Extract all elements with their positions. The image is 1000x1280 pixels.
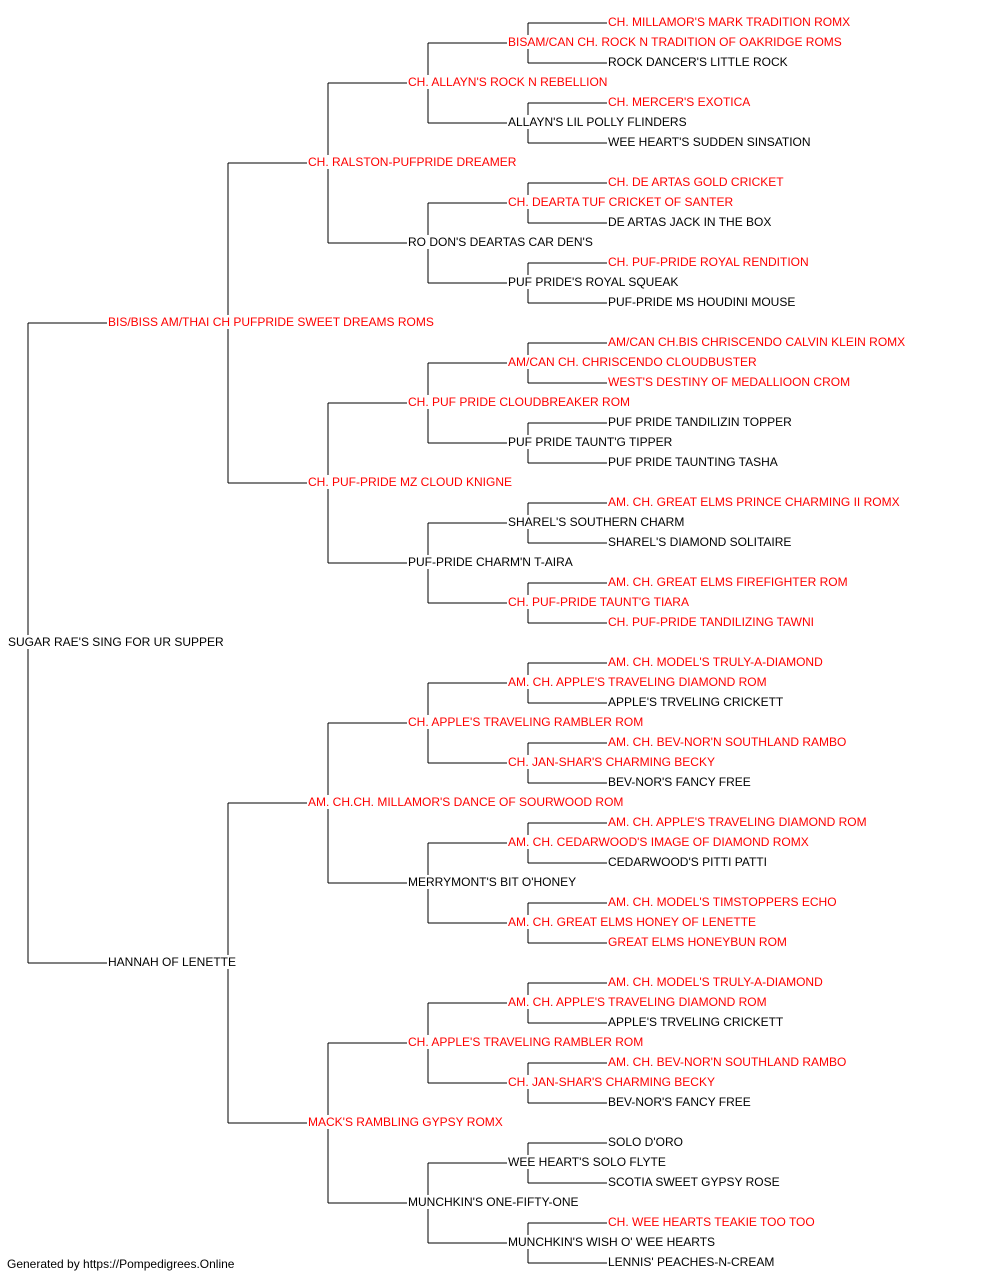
pedigree-name-ch-de-artas-gold-cricket: CH. DE ARTAS GOLD CRICKET: [607, 175, 785, 189]
pedigree-name-ro-don-s-deartas-car-den-s: RO DON'S DEARTAS CAR DEN'S: [407, 235, 594, 249]
pedigree-name-ch-wee-hearts-teakie-too-too: CH. WEE HEARTS TEAKIE TOO TOO: [607, 1215, 816, 1229]
pedigree-name-ch-apple-s-traveling-rambler-rom: CH. APPLE'S TRAVELING RAMBLER ROM: [407, 715, 645, 729]
pedigree-name-ch-jan-shar-s-charming-becky: CH. JAN-SHAR'S CHARMING BECKY: [507, 1075, 716, 1089]
pedigree-name-puf-pride-charm-n-t-aira: PUF-PRIDE CHARM'N T-AIRA: [407, 555, 574, 569]
pedigree-name-munchkin-s-wish-o-wee-hearts: MUNCHKIN'S WISH O' WEE HEARTS: [507, 1235, 717, 1249]
pedigree-name-am-ch-great-elms-prince-charming-ii-romx: AM. CH. GREAT ELMS PRINCE CHARMING II RO…: [607, 495, 901, 509]
pedigree-name-puf-pride-ms-houdini-mouse: PUF-PRIDE MS HOUDINI MOUSE: [607, 295, 797, 309]
pedigree-name-puf-pride-taunt-g-tipper: PUF PRIDE TAUNT'G TIPPER: [507, 435, 674, 449]
pedigree-name-ch-mercer-s-exotica: CH. MERCER'S EXOTICA: [607, 95, 752, 109]
pedigree-name-allayn-s-lil-polly-flinders: ALLAYN'S LIL POLLY FLINDERS: [507, 115, 688, 129]
pedigree-name-sugar-rae-s-sing-for-ur-supper: SUGAR RAE'S SING FOR UR SUPPER: [7, 635, 225, 649]
pedigree-name-great-elms-honeybun-rom: GREAT ELMS HONEYBUN ROM: [607, 935, 788, 949]
pedigree-name-solo-d-oro: SOLO D'ORO: [607, 1135, 684, 1149]
pedigree-name-am-can-ch-chriscendo-cloudbuster: AM/CAN CH. CHRISCENDO CLOUDBUSTER: [507, 355, 758, 369]
pedigree-name-ch-apple-s-traveling-rambler-rom: CH. APPLE'S TRAVELING RAMBLER ROM: [407, 1035, 645, 1049]
pedigree-name-apple-s-trveling-crickett: APPLE'S TRVELING CRICKETT: [607, 1015, 785, 1029]
pedigree-name-puf-pride-tandilizin-topper: PUF PRIDE TANDILIZIN TOPPER: [607, 415, 793, 429]
pedigree-name-ch-puf-pride-royal-rendition: CH. PUF-PRIDE ROYAL RENDITION: [607, 255, 810, 269]
pedigree-name-ch-dearta-tuf-cricket-of-santer: CH. DEARTA TUF CRICKET OF SANTER: [507, 195, 735, 209]
pedigree-name-am-ch-great-elms-firefighter-rom: AM. CH. GREAT ELMS FIREFIGHTER ROM: [607, 575, 849, 589]
pedigree-name-sharel-s-diamond-solitaire: SHAREL'S DIAMOND SOLITAIRE: [607, 535, 793, 549]
pedigree-name-bev-nor-s-fancy-free: BEV-NOR'S FANCY FREE: [607, 775, 752, 789]
pedigree-name-ch-jan-shar-s-charming-becky: CH. JAN-SHAR'S CHARMING BECKY: [507, 755, 716, 769]
pedigree-name-puf-pride-s-royal-squeak: PUF PRIDE'S ROYAL SQUEAK: [507, 275, 680, 289]
pedigree-name-munchkin-s-one-fifty-one: MUNCHKIN'S ONE-FIFTY-ONE: [407, 1195, 580, 1209]
pedigree-name-mack-s-rambling-gypsy-romx: MACK'S RAMBLING GYPSY ROMX: [307, 1115, 504, 1129]
pedigree-name-bis-biss-am-thai-ch-pufpride-sweet-dreams-roms: BIS/BISS AM/THAI CH PUFPRIDE SWEET DREAM…: [107, 315, 435, 329]
pedigree-name-am-ch-cedarwood-s-image-of-diamond-romx: AM. CH. CEDARWOOD'S IMAGE OF DIAMOND ROM…: [507, 835, 810, 849]
pedigree-name-am-ch-model-s-truly-a-diamond: AM. CH. MODEL'S TRULY-A-DIAMOND: [607, 655, 824, 669]
pedigree-name-ch-allayn-s-rock-n-rebellion: CH. ALLAYN'S ROCK N REBELLION: [407, 75, 609, 89]
pedigree-name-am-ch-model-s-truly-a-diamond: AM. CH. MODEL'S TRULY-A-DIAMOND: [607, 975, 824, 989]
pedigree-name-am-ch-bev-nor-n-southland-rambo: AM. CH. BEV-NOR'N SOUTHLAND RAMBO: [607, 1055, 848, 1069]
pedigree-name-am-ch-apple-s-traveling-diamond-rom: AM. CH. APPLE'S TRAVELING DIAMOND ROM: [507, 675, 768, 689]
pedigree-name-cedarwood-s-pitti-patti: CEDARWOOD'S PITTI PATTI: [607, 855, 768, 869]
pedigree-name-am-ch-model-s-timstoppers-echo: AM. CH. MODEL'S TIMSTOPPERS ECHO: [607, 895, 838, 909]
pedigree-name-ch-millamor-s-mark-tradition-romx: CH. MILLAMOR'S MARK TRADITION ROMX: [607, 15, 852, 29]
pedigree-name-ch-puf-pride-tandilizing-tawni: CH. PUF-PRIDE TANDILIZING TAWNI: [607, 615, 816, 629]
pedigree-name-am-can-ch-bis-chriscendo-calvin-klein-romx: AM/CAN CH.BIS CHRISCENDO CALVIN KLEIN RO…: [607, 335, 907, 349]
pedigree-name-am-ch-ch-millamor-s-dance-of-sourwood-rom: AM. CH.CH. MILLAMOR'S DANCE OF SOURWOOD …: [307, 795, 625, 809]
footer-credit: Generated by https://Pompedigrees.Online: [7, 1257, 235, 1271]
pedigree-name-hannah-of-lenette: HANNAH OF LENETTE: [107, 955, 238, 969]
pedigree-name-apple-s-trveling-crickett: APPLE'S TRVELING CRICKETT: [607, 695, 785, 709]
pedigree-name-am-ch-apple-s-traveling-diamond-rom: AM. CH. APPLE'S TRAVELING DIAMOND ROM: [607, 815, 868, 829]
pedigree-name-scotia-sweet-gypsy-rose: SCOTIA SWEET GYPSY ROSE: [607, 1175, 781, 1189]
pedigree-name-de-artas-jack-in-the-box: DE ARTAS JACK IN THE BOX: [607, 215, 773, 229]
pedigree-name-bisam-can-ch-rock-n-tradition-of-oakridge-roms: BISAM/CAN CH. ROCK N TRADITION OF OAKRID…: [507, 35, 843, 49]
pedigree-name-puf-pride-taunting-tasha: PUF PRIDE TAUNTING TASHA: [607, 455, 779, 469]
pedigree-name-ch-puf-pride-taunt-g-tiara: CH. PUF-PRIDE TAUNT'G TIARA: [507, 595, 690, 609]
pedigree-name-ch-ralston-pufpride-dreamer: CH. RALSTON-PUFPRIDE DREAMER: [307, 155, 518, 169]
pedigree-name-merrymont-s-bit-o-honey: MERRYMONT'S BIT O'HONEY: [407, 875, 578, 889]
pedigree-name-ch-puf-pride-cloudbreaker-rom: CH. PUF PRIDE CLOUDBREAKER ROM: [407, 395, 632, 409]
pedigree-name-am-ch-apple-s-traveling-diamond-rom: AM. CH. APPLE'S TRAVELING DIAMOND ROM: [507, 995, 768, 1009]
pedigree-name-lennis-peaches-n-cream: LENNIS' PEACHES-N-CREAM: [607, 1255, 776, 1269]
pedigree-name-am-ch-great-elms-honey-of-lenette: AM. CH. GREAT ELMS HONEY OF LENETTE: [507, 915, 758, 929]
pedigree-name-am-ch-bev-nor-n-southland-rambo: AM. CH. BEV-NOR'N SOUTHLAND RAMBO: [607, 735, 848, 749]
pedigree-name-sharel-s-southern-charm: SHAREL'S SOUTHERN CHARM: [507, 515, 686, 529]
pedigree-name-wee-heart-s-sudden-sinsation: WEE HEART'S SUDDEN SINSATION: [607, 135, 812, 149]
pedigree-name-west-s-destiny-of-medallioon-crom: WEST'S DESTINY OF MEDALLIOON CROM: [607, 375, 852, 389]
pedigree-name-wee-heart-s-solo-flyte: WEE HEART'S SOLO FLYTE: [507, 1155, 667, 1169]
pedigree-name-bev-nor-s-fancy-free: BEV-NOR'S FANCY FREE: [607, 1095, 752, 1109]
pedigree-name-ch-puf-pride-mz-cloud-knigne: CH. PUF-PRIDE MZ CLOUD KNIGNE: [307, 475, 514, 489]
pedigree-name-rock-dancer-s-little-rock: ROCK DANCER'S LITTLE ROCK: [607, 55, 789, 69]
